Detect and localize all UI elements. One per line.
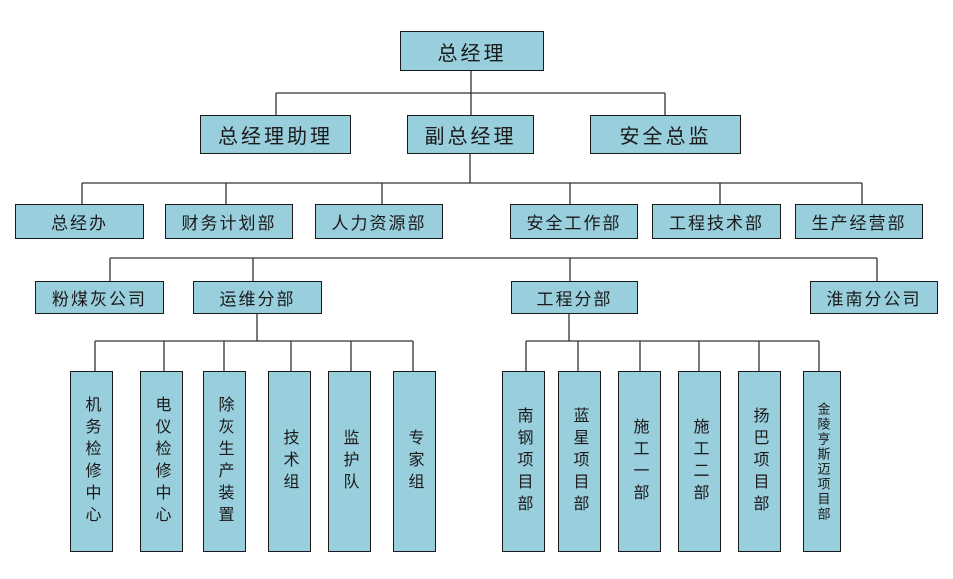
node-lanxing-project[interactable]: 蓝星项目部: [558, 371, 601, 552]
node-huainan-branch[interactable]: 淮南分公司: [810, 281, 938, 314]
node-mech-maintenance[interactable]: 机务检修中心: [70, 371, 113, 552]
node-ei-maintenance[interactable]: 电仪检修中心: [140, 371, 183, 552]
node-engineering-tech[interactable]: 工程技术部: [652, 204, 781, 239]
node-ash-removal[interactable]: 除灰生产装置: [203, 371, 246, 552]
node-nangang-project[interactable]: 南钢项目部: [502, 371, 545, 552]
node-safety-work[interactable]: 安全工作部: [510, 204, 638, 239]
node-production-operation[interactable]: 生产经营部: [795, 204, 923, 239]
node-gm-office[interactable]: 总经办: [15, 204, 144, 239]
node-fly-ash-company[interactable]: 粉煤灰公司: [35, 281, 164, 314]
node-gm-assistant[interactable]: 总经理助理: [200, 115, 351, 154]
node-construction-2[interactable]: 施工二部: [678, 371, 721, 552]
node-construction-1[interactable]: 施工一部: [618, 371, 661, 552]
node-human-resources[interactable]: 人力资源部: [315, 204, 443, 239]
node-om-branch[interactable]: 运维分部: [193, 281, 322, 314]
node-supervision-team[interactable]: 监护队: [328, 371, 371, 552]
node-deputy-gm[interactable]: 副总经理: [407, 115, 534, 154]
node-tech-team[interactable]: 技术组: [268, 371, 311, 552]
node-yangba-project[interactable]: 扬巴项目部: [738, 371, 781, 552]
node-engineering-branch[interactable]: 工程分部: [511, 281, 638, 314]
node-general-manager[interactable]: 总经理: [400, 31, 544, 71]
node-expert-team[interactable]: 专家组: [393, 371, 436, 552]
node-jinling-hengsimai-project[interactable]: 金陵亨斯迈项目部: [803, 371, 841, 552]
node-safety-director[interactable]: 安全总监: [590, 115, 741, 154]
node-finance-planning[interactable]: 财务计划部: [165, 204, 293, 239]
